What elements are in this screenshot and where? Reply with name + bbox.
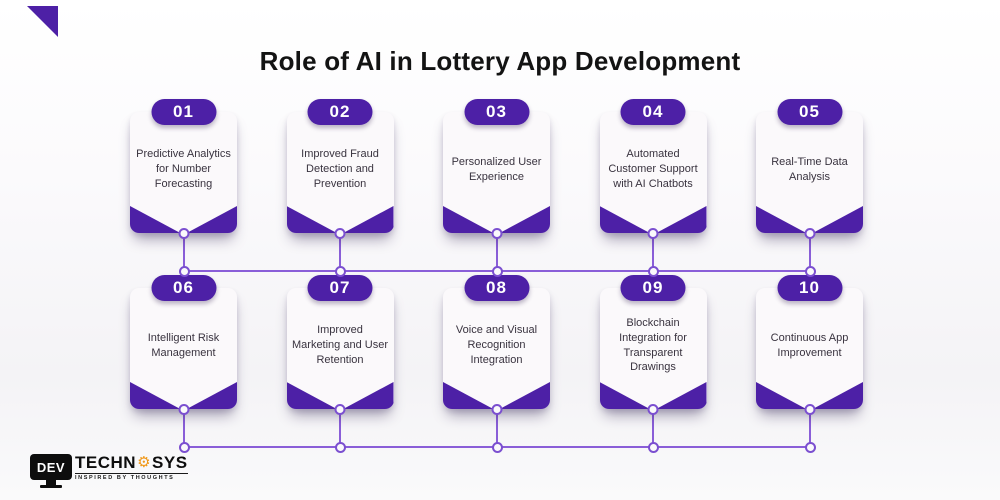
card-10: 10 Continuous App Improvement [756, 275, 863, 415]
card-corner-triangle-left [130, 206, 181, 233]
card-title: Blockchain Integration for Transparent D… [619, 316, 687, 374]
card-corner-triangle-left [286, 382, 337, 409]
junction-dot [335, 442, 346, 453]
card-corner-triangle-right [499, 382, 550, 409]
card-anchor-dot [178, 228, 189, 239]
number-badge: 01 [151, 99, 216, 125]
connector-vline-6 [183, 409, 185, 447]
junction-dot [179, 266, 190, 277]
card-corner-triangle-right [343, 382, 394, 409]
connector-vline-7 [339, 409, 341, 447]
number-badge: 08 [464, 275, 529, 301]
card-04: 04 Automated Customer Support with AI Ch… [599, 99, 707, 239]
card-title: Automated Customer Support with AI Chatb… [608, 148, 698, 190]
junction-dot [492, 266, 503, 277]
connector-vline-10 [809, 409, 811, 447]
junction-dot [648, 266, 659, 277]
page-title: Role of AI in Lottery App Development [259, 46, 741, 76]
card-corner-triangle-right [186, 206, 237, 233]
card-07: 07 Improved Marketing and User Retention [286, 275, 394, 415]
card-title: Continuous App Improvement [770, 331, 849, 359]
number-badge: 10 [777, 275, 842, 301]
number-badge: 09 [620, 275, 686, 301]
card-06: 06 Intelligent Risk Management [130, 275, 237, 415]
card-row-2: 06 Intelligent Risk Management 07 Improv… [130, 275, 863, 415]
number-badge: 03 [464, 99, 529, 125]
card-anchor-dot [804, 404, 815, 415]
card-corner-triangle-left [756, 206, 807, 233]
card-05: 05 Real-Time Data Analysis [756, 99, 863, 239]
junction-dot [805, 266, 816, 277]
card-anchor-dot [647, 404, 659, 415]
number-badge: 06 [151, 275, 216, 301]
card-corner-triangle-right [656, 206, 707, 233]
connector-vline-9 [652, 409, 654, 447]
junction-dot [648, 442, 659, 453]
card-corner-triangle-left [130, 382, 181, 409]
corner-accent-triangle [27, 6, 58, 37]
card-title: Improved Fraud Detection and Prevention [301, 148, 379, 190]
number-badge: 02 [307, 99, 373, 125]
devtechnosys-logo: DEV TECHN⚙SYS INSPIRED BY THOUGHTS [30, 454, 188, 492]
number-badge: 07 [307, 275, 373, 301]
card-corner-triangle-left [599, 206, 650, 233]
card-anchor-dot [647, 228, 659, 239]
connector-vline-5 [809, 233, 811, 271]
card-title: Personalized User Experience [451, 155, 542, 183]
card-corner-triangle-left [756, 382, 807, 409]
logo-word-part1: TECHN [75, 453, 137, 472]
card-corner-triangle-right [812, 206, 863, 233]
card-title: Predictive Analytics for Number Forecast… [136, 148, 231, 190]
card-corner-triangle-right [499, 206, 550, 233]
card-03: 03 Personalized User Experience [443, 99, 550, 239]
connector-vline-1 [183, 233, 185, 271]
card-02: 02 Improved Fraud Detection and Preventi… [286, 99, 394, 239]
card-anchor-dot [804, 228, 815, 239]
logo-word-part2: SYS [152, 453, 188, 472]
junction-dot [492, 442, 503, 453]
junction-dot [179, 442, 190, 453]
card-title: Improved Marketing and User Retention [292, 324, 388, 366]
connector-vline-3 [496, 233, 498, 271]
card-corner-triangle-left [443, 206, 494, 233]
card-01: 01 Predictive Analytics for Number Forec… [130, 99, 237, 239]
junction-dot [335, 266, 346, 277]
card-corner-triangle-left [286, 206, 337, 233]
logo-wordmark: TECHN⚙SYS [75, 454, 188, 471]
logo-tagline: INSPIRED BY THOUGHTS [75, 473, 188, 481]
junction-dot [805, 442, 816, 453]
connector-vline-8 [496, 409, 498, 447]
card-anchor-dot [334, 228, 346, 239]
monitor-screen-text: DEV [30, 454, 72, 480]
card-anchor-dot [491, 404, 502, 415]
card-corner-triangle-left [443, 382, 494, 409]
number-badge: 04 [620, 99, 686, 125]
card-row-1: 01 Predictive Analytics for Number Forec… [130, 99, 863, 239]
gear-icon: ⚙ [137, 453, 152, 471]
connector-vline-4 [652, 233, 654, 271]
card-corner-triangle-right [343, 206, 394, 233]
card-title: Real-Time Data Analysis [771, 155, 848, 183]
card-anchor-dot [334, 404, 346, 415]
card-anchor-dot [178, 404, 189, 415]
connector-vline-2 [339, 233, 341, 271]
card-title: Voice and Visual Recognition Integration [455, 324, 538, 366]
card-corner-triangle-right [812, 382, 863, 409]
card-anchor-dot [491, 228, 502, 239]
card-title: Intelligent Risk Management [147, 331, 220, 359]
number-badge: 05 [777, 99, 842, 125]
card-corner-triangle-right [186, 382, 237, 409]
card-08: 08 Voice and Visual Recognition Integrat… [443, 275, 550, 415]
card-09: 09 Blockchain Integration for Transparen… [599, 275, 707, 415]
monitor-icon: DEV [30, 454, 72, 492]
